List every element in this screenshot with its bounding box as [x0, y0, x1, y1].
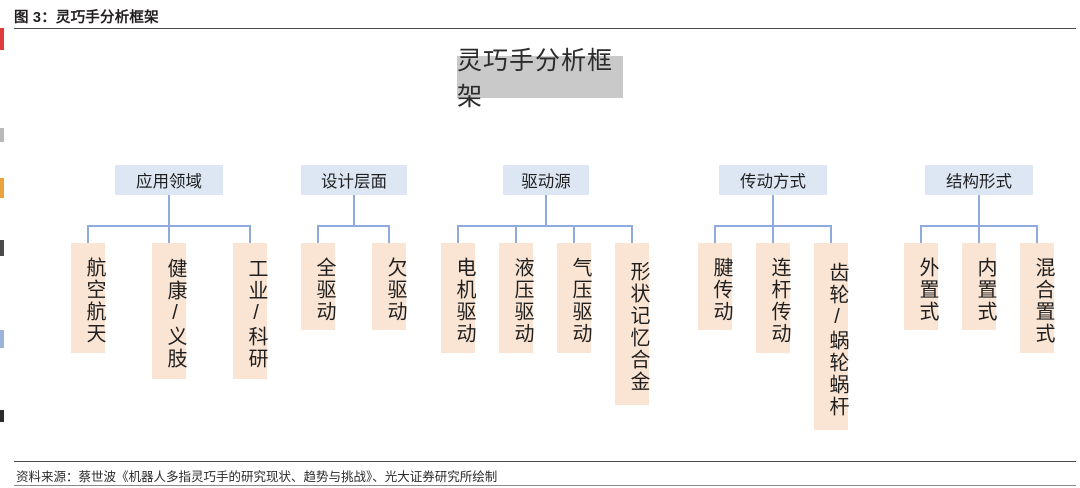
- figure-caption: 图 3：灵巧手分析框架: [14, 10, 159, 26]
- edge-mark-blue: [0, 330, 4, 348]
- leaf-external-mount[interactable]: 外置式: [904, 243, 938, 330]
- connector-drop-hybrid-mount: [1036, 225, 1038, 243]
- diagram-canvas: 灵巧手分析框架 应用领域 航空航天 健康/义肢 工业/科研 设计层面 全驱动 欠…: [0, 30, 1080, 455]
- edge-mark-dark: [0, 240, 4, 256]
- connector-stem-application-domain: [168, 195, 170, 225]
- leaf-hybrid-mount[interactable]: 混合置式: [1020, 243, 1054, 353]
- group-header-structural-form[interactable]: 结构形式: [925, 165, 1033, 195]
- leaf-under-actuation[interactable]: 欠驱动: [372, 243, 406, 330]
- leaf-industry-research[interactable]: 工业/科研: [233, 243, 267, 379]
- leaf-aerospace[interactable]: 航空航天: [71, 243, 105, 353]
- group-header-design-level[interactable]: 设计层面: [301, 165, 407, 195]
- leaf-hydraulic-drive[interactable]: 液压驱动: [499, 243, 533, 353]
- leaf-linkage-drive[interactable]: 连杆传动: [756, 243, 790, 353]
- connector-drop-internal-mount: [978, 225, 980, 243]
- leaf-pneumatic-drive[interactable]: 气压驱动: [557, 243, 591, 353]
- leaf-full-actuation[interactable]: 全驱动: [301, 243, 335, 330]
- connector-stem-structural-form: [978, 195, 980, 225]
- connector-drop-gear-worm-drive: [830, 225, 832, 243]
- connector-drop-pneumatic-drive: [573, 225, 575, 243]
- group-header-application-domain[interactable]: 应用领域: [115, 165, 223, 195]
- connector-drop-industry-research: [249, 225, 251, 243]
- leaf-internal-mount[interactable]: 内置式: [962, 243, 996, 330]
- caption-divider: [14, 28, 1076, 29]
- connector-drop-hydraulic-drive: [515, 225, 517, 243]
- group-header-transmission-mode[interactable]: 传动方式: [719, 165, 827, 195]
- connector-bus-design-level: [317, 225, 390, 227]
- connector-drop-external-mount: [920, 225, 922, 243]
- footer-divider-top: [14, 461, 1076, 462]
- connector-drop-motor-drive: [457, 225, 459, 243]
- group-header-drive-source[interactable]: 驱动源: [503, 165, 589, 195]
- connector-stem-design-level: [353, 195, 355, 225]
- edge-mark-black: [0, 410, 4, 422]
- connector-drop-aerospace: [87, 225, 89, 243]
- connector-drop-tendon-drive: [714, 225, 716, 243]
- leaf-motor-drive[interactable]: 电机驱动: [441, 243, 475, 353]
- leaf-tendon-drive[interactable]: 腱传动: [698, 243, 732, 330]
- leaf-gear-worm-drive[interactable]: 齿轮/蜗轮蜗杆: [814, 243, 848, 430]
- leaf-shape-memory-alloy[interactable]: 形状记忆合金: [615, 243, 649, 405]
- connector-drop-full-actuation: [317, 225, 319, 243]
- connector-drop-health-prosthetics: [168, 225, 170, 243]
- source-note: 资料来源：蔡世波《机器人多指灵巧手的研究现状、趋势与挑战》、光大证券研究所绘制: [16, 470, 498, 484]
- leaf-health-prosthetics[interactable]: 健康/义肢: [152, 243, 186, 379]
- connector-stem-drive-source: [545, 195, 547, 225]
- connector-stem-transmission-mode: [772, 195, 774, 225]
- page-edge-strip: [0, 0, 5, 488]
- connector-drop-linkage-drive: [772, 225, 774, 243]
- edge-mark-gray: [0, 128, 4, 142]
- footer-divider-bottom: [14, 485, 1076, 486]
- connector-drop-under-actuation: [388, 225, 390, 243]
- diagram-root-title: 灵巧手分析框架: [457, 47, 623, 111]
- connector-bus-drive-source: [457, 225, 633, 227]
- connector-drop-shape-memory-alloy: [631, 225, 633, 243]
- edge-mark-orange: [0, 178, 4, 198]
- edge-mark-red: [0, 28, 4, 50]
